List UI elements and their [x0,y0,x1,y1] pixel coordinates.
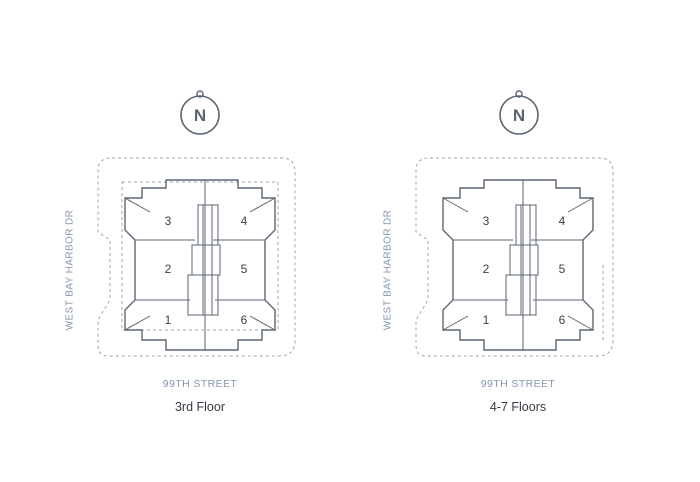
floor-plan-4-7-floors: N 1 2 3 4 5 6 WEST BAY HARBOR DR 99TH ST… [320,0,670,482]
unit-2-label: 2 [165,262,172,276]
floor-label: 3rd Floor [174,400,226,414]
floor-plan-3rd-floor: N 1 2 3 4 5 6 WEST BAY HARBOR DR 99TH ST… [64,90,296,414]
unit-3-label: 3 [483,214,490,228]
street-label: 99TH STREET [480,378,556,390]
unit-6-label: 6 [241,313,248,327]
building-outline [442,179,594,351]
north-compass-icon: N [180,90,220,135]
building-outline [124,179,276,351]
unit-1-label: 1 [165,313,172,327]
building-core [187,204,221,316]
north-compass-icon: N [499,90,539,135]
unit-2-label: 2 [483,262,490,276]
unit-5-label: 5 [559,262,566,276]
floor-plan-drawing: N 1 2 3 4 5 6 [97,90,296,357]
unit-6-label: 6 [559,313,566,327]
street-label: 99TH STREET [162,378,238,390]
compass-label: N [194,106,206,125]
unit-3-label: 3 [165,214,172,228]
unit-4-label: 4 [559,214,566,228]
side-street-label: WEST BAY HARBOR DR [382,209,394,331]
unit-4-label: 4 [241,214,248,228]
floor-label: 4-7 Floors [489,400,547,414]
compass-label: N [513,106,525,125]
floor-plan-drawing: N 1 2 3 4 5 6 [415,90,614,357]
building-core [505,204,539,316]
side-street-label: WEST BAY HARBOR DR [64,209,76,331]
unit-1-label: 1 [483,313,490,327]
unit-5-label: 5 [241,262,248,276]
